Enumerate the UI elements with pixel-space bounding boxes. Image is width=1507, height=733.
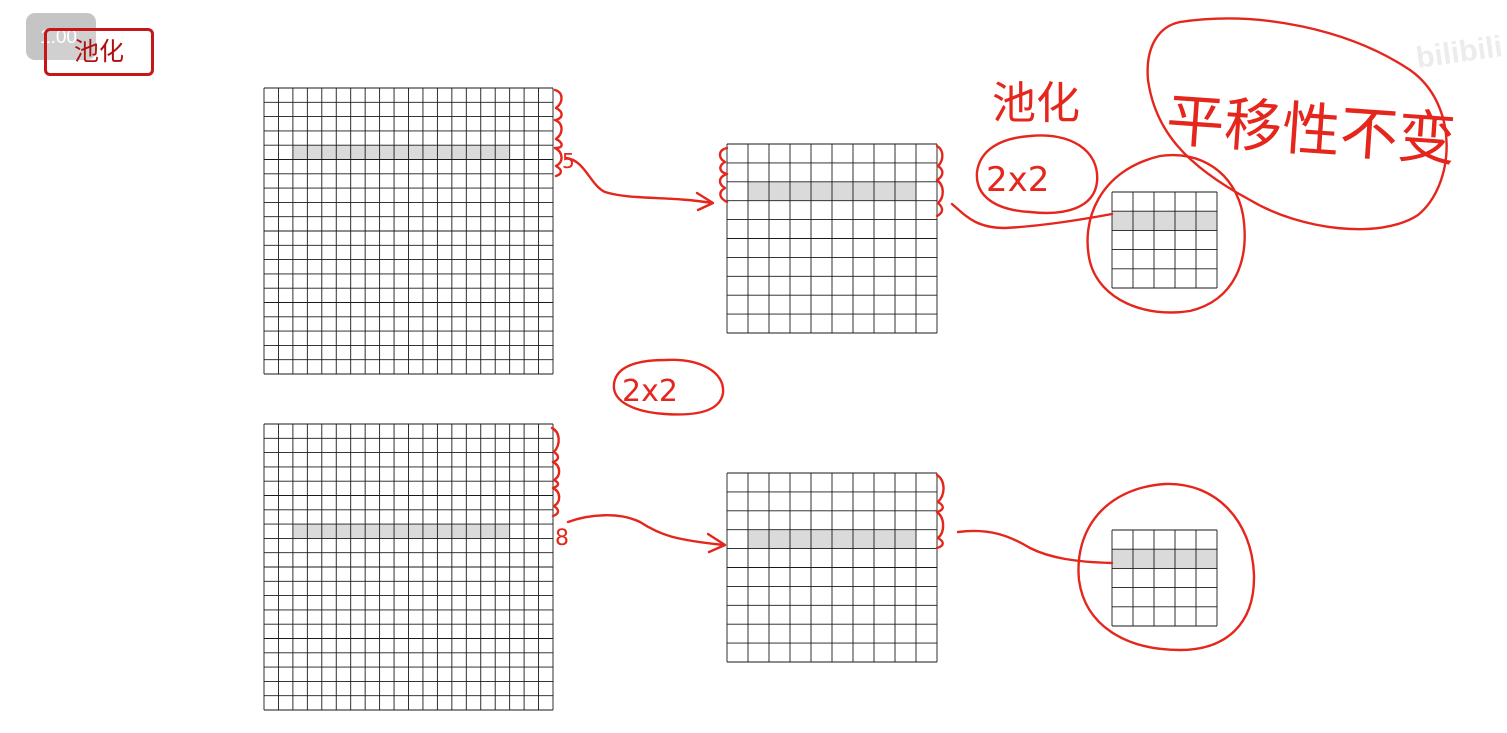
arrowhead-bottom-1 — [706, 532, 727, 554]
slide-title: 池化 — [44, 28, 154, 76]
brace-bottom-medium-right-1 — [935, 473, 945, 514]
grid-bottom-small — [1111, 529, 1218, 627]
circle-kernel-mid — [612, 358, 725, 416]
label-kernel-top: 2x2 — [986, 160, 1049, 200]
grid-bottom-large — [263, 423, 554, 711]
label-row-note-bottom: 8 — [555, 526, 569, 551]
brace-bottom-medium-right-2 — [935, 510, 945, 550]
ink-annotations — [550, 17, 1448, 652]
circle-top-small — [1086, 153, 1246, 314]
grid-top-medium — [726, 143, 938, 334]
label-translation-invariance: 平移性不变 — [1164, 86, 1458, 174]
circle-bottom-small — [1077, 482, 1256, 652]
highlighted-row — [292, 145, 510, 160]
brace-top-large-1 — [553, 88, 563, 122]
brace-bottom-large-1 — [550, 426, 560, 464]
grid-top-small — [1111, 191, 1218, 289]
connector-top-medium-to-small — [950, 202, 1114, 230]
arrow-bottom-large-to-medium — [566, 514, 726, 547]
brace-bottom-large-3 — [551, 486, 561, 518]
brace-top-medium-left-1 — [718, 146, 729, 176]
connector-bottom-medium-to-small — [956, 529, 1114, 565]
brace-bottom-large-2 — [551, 460, 561, 490]
playback-speed-badge[interactable]: 1.00 — [26, 13, 96, 60]
arrowhead-top-1 — [695, 191, 715, 212]
brace-top-medium-right-2 — [935, 178, 944, 218]
label-row-note-top: 5 — [562, 149, 575, 173]
label-kernel-mid: 2x2 — [622, 374, 678, 409]
brace-top-medium-left-2 — [718, 172, 729, 204]
brace-top-large-2 — [553, 118, 563, 150]
label-pooling: 池化 — [992, 78, 1080, 129]
grid-top-large — [263, 87, 554, 375]
highlighted-row — [292, 524, 510, 539]
highlighted-row — [1112, 211, 1217, 231]
oval-invariance — [1146, 17, 1448, 231]
highlighted-row — [1112, 549, 1217, 569]
circle-kernel-top — [975, 134, 1099, 215]
arrow-top-large-to-medium — [564, 156, 714, 205]
ink-text: 池化 平移性不变 2x2 2x2 5 8 — [555, 78, 1458, 551]
brace-top-large-3 — [553, 146, 563, 178]
brace-top-medium-right-1 — [935, 144, 944, 182]
grid-bottom-medium — [726, 472, 938, 663]
